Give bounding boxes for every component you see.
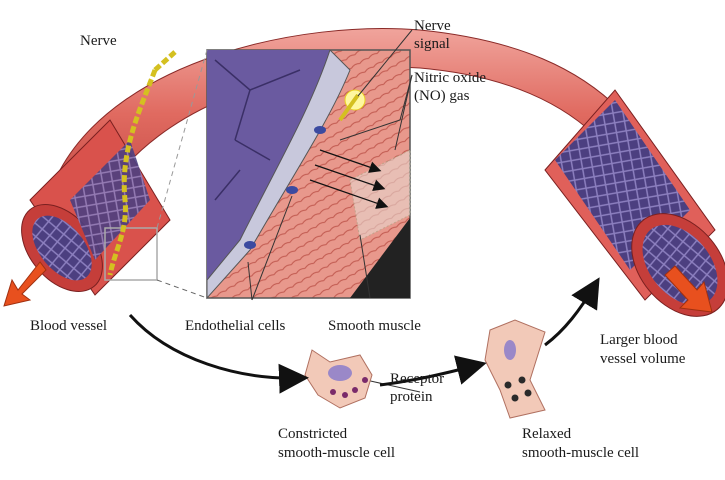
blood-vessel-left xyxy=(21,119,171,296)
magnified-inset xyxy=(206,49,411,300)
label-endothelial-cells: Endothelial cells xyxy=(185,318,286,334)
label-nitric-oxide: Nitric oxide(NO) gas xyxy=(414,70,486,104)
blood-flow-arrow-right-icon xyxy=(664,265,713,313)
process-arrow-3 xyxy=(544,277,600,347)
relaxed-smooth-muscle-cell xyxy=(484,319,546,419)
label-nerve: Nerve xyxy=(80,33,117,49)
constricted-smooth-muscle-cell xyxy=(304,349,373,409)
blood-flow-arrow-left-icon xyxy=(3,261,47,307)
process-arrow-2 xyxy=(379,355,487,387)
process-arrow-1 xyxy=(128,314,309,394)
blood-vessel-right xyxy=(544,89,725,317)
zoom-region-box xyxy=(104,227,158,281)
nerve-fiber xyxy=(107,69,158,276)
label-smooth-muscle: Smooth muscle xyxy=(328,318,421,334)
label-blood-vessel: Blood vessel xyxy=(30,318,107,334)
